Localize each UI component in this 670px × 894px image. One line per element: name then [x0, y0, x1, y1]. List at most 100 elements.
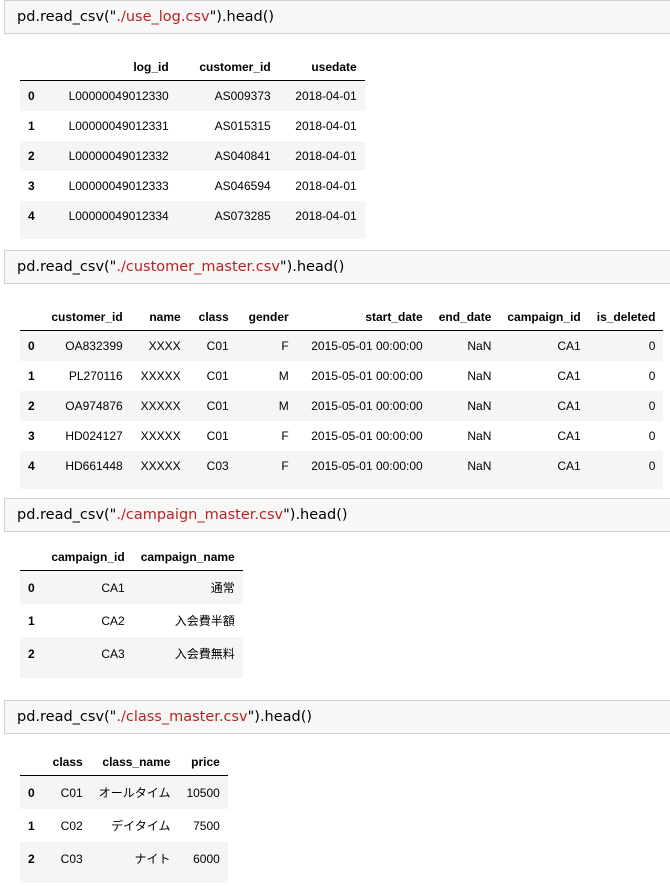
cell-customer-id: PL270116 — [40, 361, 131, 391]
cell-log-id: L00000049012332 — [40, 141, 177, 171]
cell-is-deleted: 0 — [588, 451, 664, 481]
cell-gender: F — [236, 421, 297, 451]
table-row-padding — [20, 231, 365, 239]
column-header-name: name — [130, 307, 189, 331]
cell-gender: M — [236, 361, 297, 391]
code-input-campaign-master[interactable]: pd.read_csv("./campaign_master.csv").hea… — [4, 498, 670, 532]
cell-class: C01 — [188, 330, 237, 361]
header-row: log_id customer_id usedate — [20, 57, 365, 81]
header-row: customer_id name class gender start_date… — [20, 307, 664, 331]
cell-gender: F — [236, 451, 297, 481]
column-header-customer-id: customer_id — [176, 57, 279, 81]
table-row: 4 L00000049012334 AS073285 2018-04-01 — [20, 201, 365, 231]
column-header-log-id: log_id — [40, 57, 177, 81]
cell-log-id: L00000049012333 — [40, 171, 177, 201]
cell-price: 6000 — [178, 842, 228, 875]
table-row: 2 CA3 入会費無料 — [20, 637, 243, 670]
code-input-class-master[interactable]: pd.read_csv("./class_master.csv").head() — [4, 700, 670, 734]
cell-is-deleted: 0 — [588, 330, 664, 361]
cell-campaign-id: CA1 — [40, 570, 133, 604]
table-body: 0 OA832399 XXXX C01 F 2015-05-01 00:00:0… — [20, 330, 664, 489]
code-token-prefix: pd.read_csv(" — [17, 8, 117, 25]
column-header-index — [20, 307, 41, 331]
cell-class-name: オールタイム — [90, 775, 179, 809]
cell-gender: F — [236, 330, 297, 361]
code-token-suffix: ").head() — [283, 506, 348, 523]
column-header-is-deleted: is_deleted — [588, 307, 664, 331]
column-header-campaign-id: campaign_id — [499, 307, 589, 331]
column-header-gender: gender — [236, 307, 297, 331]
row-index: 0 — [20, 570, 41, 604]
notebook-cell-use-log: pd.read_csv("./use_log.csv").head() — [0, 0, 670, 34]
column-header-class-name: class_name — [90, 752, 179, 776]
cell-name: XXXXX — [130, 451, 189, 481]
cell-campaign-id: CA3 — [40, 637, 133, 670]
code-input-use-log[interactable]: pd.read_csv("./use_log.csv").head() — [4, 0, 670, 34]
row-index: 3 — [20, 171, 41, 201]
table-row-padding — [20, 481, 664, 489]
dataframe-output-campaign-master: campaign_id campaign_name 0 CA1 通常 1 CA2… — [20, 547, 243, 678]
table-header: class class_name price — [20, 752, 228, 776]
row-index: 2 — [20, 637, 41, 670]
notebook-cell-campaign-master: pd.read_csv("./campaign_master.csv").hea… — [0, 498, 670, 532]
cell-customer-id: AS015315 — [176, 111, 279, 141]
table-row: 1 CA2 入会費半額 — [20, 604, 243, 637]
table-row: 3 L00000049012333 AS046594 2018-04-01 — [20, 171, 365, 201]
cell-usedate: 2018-04-01 — [278, 171, 365, 201]
cell-customer-id: OA974876 — [40, 391, 131, 421]
row-index: 0 — [20, 80, 41, 111]
column-header-end-date: end_date — [430, 307, 500, 331]
table-row: 2 OA974876 XXXXX C01 M 2015-05-01 00:00:… — [20, 391, 664, 421]
cell-class: C01 — [40, 775, 91, 809]
cell-usedate: 2018-04-01 — [278, 201, 365, 231]
code-token-suffix: ").head() — [247, 708, 313, 725]
row-index: 0 — [20, 775, 41, 809]
cell-campaign-id: CA1 — [499, 421, 589, 451]
row-index: 4 — [20, 201, 41, 231]
code-token-path: ./campaign_master.csv — [116, 506, 284, 523]
table-row: 1 L00000049012331 AS015315 2018-04-01 — [20, 111, 365, 141]
cell-customer-id: HD024127 — [40, 421, 131, 451]
code-token-path: ./use_log.csv — [116, 8, 210, 25]
code-token-path: ./class_master.csv — [116, 708, 248, 725]
dataframe-output-use-log: log_id customer_id usedate 0 L0000004901… — [20, 57, 365, 239]
table-row-padding — [20, 875, 228, 883]
cell-class-name: デイタイム — [90, 809, 179, 842]
cell-is-deleted: 0 — [588, 361, 664, 391]
cell-start-date: 2015-05-01 00:00:00 — [296, 391, 431, 421]
cell-class-name: ナイト — [90, 842, 179, 875]
row-index: 3 — [20, 421, 41, 451]
dataframe-table: customer_id name class gender start_date… — [20, 307, 664, 489]
cell-log-id: L00000049012330 — [40, 80, 177, 111]
cell-usedate: 2018-04-01 — [278, 141, 365, 171]
table-header: customer_id name class gender start_date… — [20, 307, 664, 331]
code-token-suffix: ").head() — [279, 258, 345, 275]
column-header-price: price — [178, 752, 228, 776]
table-header: log_id customer_id usedate — [20, 57, 365, 81]
cell-campaign-name: 通常 — [132, 570, 243, 604]
table-row: 2 L00000049012332 AS040841 2018-04-01 — [20, 141, 365, 171]
cell-customer-id: HD661448 — [40, 451, 131, 481]
cell-customer-id: AS073285 — [176, 201, 279, 231]
cell-class: C03 — [40, 842, 91, 875]
row-index: 1 — [20, 809, 41, 842]
table-padding-cell — [20, 481, 664, 489]
cell-price: 10500 — [178, 775, 228, 809]
dataframe-table: class class_name price 0 C01 オールタイム 1050… — [20, 752, 228, 883]
column-header-start-date: start_date — [296, 307, 431, 331]
column-header-campaign-name: campaign_name — [132, 547, 243, 571]
cell-log-id: L00000049012331 — [40, 111, 177, 141]
code-input-customer-master[interactable]: pd.read_csv("./customer_master.csv").hea… — [4, 250, 670, 284]
cell-customer-id: AS040841 — [176, 141, 279, 171]
cell-end-date: NaN — [430, 361, 500, 391]
code-token-suffix: ").head() — [209, 8, 275, 25]
cell-name: XXXXX — [130, 391, 189, 421]
header-row: campaign_id campaign_name — [20, 547, 243, 571]
table-row: 0 C01 オールタイム 10500 — [20, 775, 228, 809]
code-token-prefix: pd.read_csv(" — [17, 506, 117, 523]
cell-class: C03 — [188, 451, 237, 481]
row-index: 2 — [20, 842, 41, 875]
code-token-prefix: pd.read_csv(" — [17, 258, 117, 275]
cell-campaign-id: CA1 — [499, 391, 589, 421]
cell-is-deleted: 0 — [588, 391, 664, 421]
